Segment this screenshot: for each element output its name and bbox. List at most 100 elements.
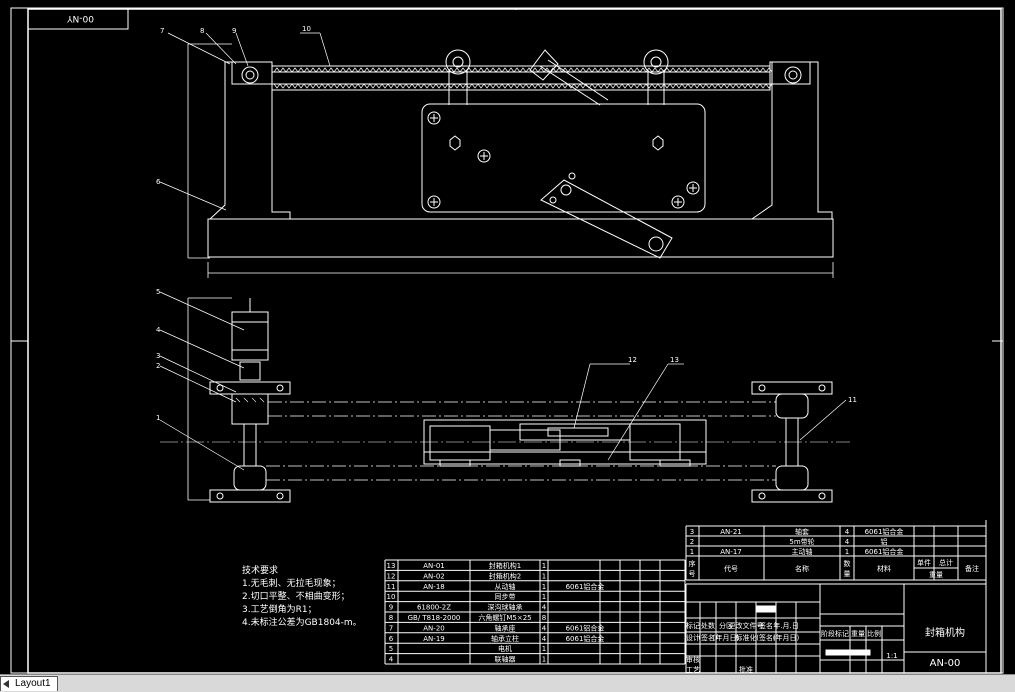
sign-row1-cell: 标记	[686, 621, 700, 630]
layout-tab-bar: Layout1	[0, 674, 1015, 692]
bom-lower-name: 电机	[498, 644, 512, 653]
bom-lower-name: 深沟球轴承	[488, 603, 523, 612]
layout-tab[interactable]: Layout1	[0, 676, 58, 691]
top-view	[159, 291, 850, 503]
bom-lower-no: 7	[389, 624, 393, 632]
bom-lower-code: AN-19	[423, 635, 444, 643]
balloon-7: 7	[160, 27, 164, 35]
drawing-code: AN-00	[930, 658, 961, 669]
bom-upper-qty: 4	[845, 538, 850, 546]
bom-upper-qty: 4	[845, 528, 850, 536]
bom-lower-qty: 1	[542, 593, 546, 601]
bom-lower-qty: 4	[542, 635, 547, 643]
bom-lower-name: 封箱机构2	[489, 571, 521, 580]
sign-row1-cell: 更改文件号	[729, 621, 764, 630]
sign-row4-cell: 工艺	[686, 666, 700, 674]
tech-item-1: 1.无毛刺、无拉毛现象；	[242, 577, 341, 589]
bom-lower-code: 61800-2Z	[417, 604, 451, 612]
balloon-3: 3	[156, 352, 160, 360]
bom-lower-code: GB/ T818-2000	[408, 614, 461, 622]
bom-header-weight: 重量	[929, 571, 943, 579]
bom-lower-no: 4	[389, 656, 394, 664]
bom-lower-no: 12	[387, 572, 396, 580]
balloon-5: 5	[156, 288, 160, 296]
bom-lower-material: 6061铝合金	[566, 623, 605, 632]
balloon-1: 1	[156, 414, 160, 422]
bom-lower-name: 轴承立柱	[491, 634, 519, 643]
bom-header-qty-1: 数	[844, 559, 851, 568]
sign-row1-cell: 分区	[719, 621, 733, 630]
sign-row2-cell: (签名)	[756, 633, 776, 642]
balloon-11: 11	[848, 396, 857, 404]
balloon-13: 13	[670, 356, 679, 364]
layout-tab-label: Layout1	[15, 678, 51, 689]
balloon-10: 10	[302, 25, 311, 33]
sign-row2-cell: (年月日)	[773, 633, 800, 642]
bom-header-no-2: 号	[689, 570, 696, 578]
bom-lower-name: 从动轴	[495, 582, 516, 591]
bom-upper-material: 铝	[881, 537, 888, 546]
sign-row4-cell: 批准	[739, 665, 753, 674]
bom-lower-name: 六角螺钉M5×25	[478, 613, 531, 622]
sign-row1-cell: 处数	[701, 621, 715, 630]
bom-lower-no: 9	[389, 604, 393, 612]
bom-lower-material: 6061铝合金	[566, 634, 605, 643]
stage-cell: 比例	[867, 629, 881, 638]
balloon-12: 12	[628, 356, 637, 364]
bom-lower-name: 联轴器	[495, 655, 516, 664]
bom-header-no-1: 序	[689, 559, 696, 568]
bom-upper-no: 3	[690, 528, 694, 536]
stage-cell: 阶段标记	[821, 629, 849, 638]
bom-lower-qty: 4	[542, 604, 547, 612]
bom-upper-name: 5m带轮	[789, 537, 814, 546]
drawing-name: 封箱机构	[925, 626, 965, 639]
bom-lower-no: 11	[387, 583, 396, 591]
bom-header-qty-2: 量	[844, 570, 851, 578]
bom-lower-no: 10	[387, 593, 396, 601]
corner-code: 00-NY	[67, 13, 94, 23]
bom-upper-no: 1	[690, 548, 694, 556]
bom-lower-qty: 4	[542, 624, 547, 632]
bom-upper-code: AN-21	[720, 528, 741, 536]
scale-value: 1:1	[886, 652, 897, 660]
bom-upper-name: 主动轴	[792, 547, 813, 556]
bom-lower-qty: 1	[542, 656, 546, 664]
bom-header-unit: 单件	[917, 558, 931, 567]
tech-item-2: 2.切口平整、不相曲变形；	[242, 590, 350, 602]
bom-upper-name: 轴套	[795, 527, 809, 536]
tech-requirements: 技术要求 1.无毛刺、无拉毛现象； 2.切口平整、不相曲变形； 3.工艺倒角为R…	[242, 564, 362, 628]
front-view	[159, 32, 834, 278]
corner-code-box	[27, 8, 129, 30]
bom-lower-no: 13	[387, 562, 396, 570]
bom-lower-code: AN-18	[423, 583, 444, 591]
sign-row2-cell: (年月日)	[713, 633, 740, 642]
bom-lower-code: AN-01	[423, 562, 444, 570]
bom-header-total: 总计	[939, 558, 953, 567]
bom-header-remark: 备注	[965, 564, 979, 573]
bom-lower-name: 同步带	[495, 593, 516, 601]
tab-scroll-left-icon[interactable]	[3, 680, 9, 688]
sign-row2-cell: 标准化	[736, 633, 757, 642]
tech-item-3: 3.工艺倒角为R1；	[242, 603, 317, 615]
bom-upper-no: 2	[690, 538, 694, 546]
sign-row1-cell: 签名	[759, 621, 773, 630]
balloon-4: 4	[156, 326, 161, 334]
bom-lower-code: AN-02	[423, 572, 444, 580]
sign-row2-cell: (签名)	[698, 633, 718, 642]
bom-header-material: 材料	[877, 564, 891, 573]
stage-cell: 重量	[851, 630, 865, 638]
cad-drawing: 00-NY	[10, 7, 1004, 674]
balloon-8: 8	[200, 27, 204, 35]
bom-lower-qty: 1	[542, 645, 546, 653]
balloon-6: 6	[156, 178, 161, 186]
bom-lower-no: 6	[389, 635, 394, 643]
bom-header-name: 名称	[795, 564, 809, 573]
balloon-9: 9	[232, 27, 236, 35]
bom-upper-material: 6061铝合金	[865, 527, 904, 536]
balloon-labels: 7 8 9 10 6 5 4 3 2 1 12 13 11	[156, 25, 857, 422]
bom-lower-qty: 1	[542, 583, 546, 591]
tech-item-4: 4.未标注公差为GB1804-m。	[242, 616, 362, 628]
sign-row3-cell: 审核	[686, 655, 700, 664]
balloon-2: 2	[156, 362, 160, 370]
